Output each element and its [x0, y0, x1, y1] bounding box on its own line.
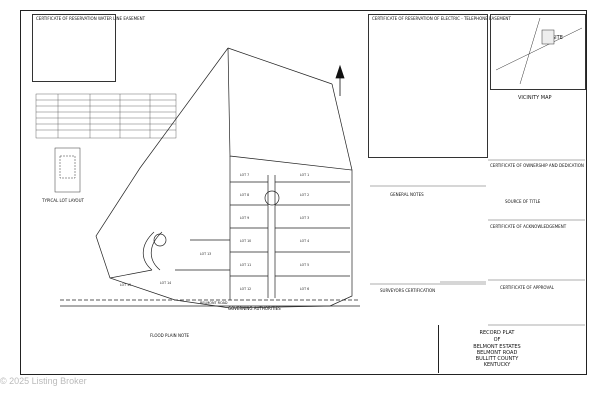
vicinity-map [490, 14, 586, 90]
lot-label: LOT 12 [240, 287, 251, 291]
title-line-5: BULLITT COUNTY [475, 356, 519, 362]
vicinity-roads [495, 17, 583, 85]
surveyors-cert-title: SURVEYORS CERTIFICATION [380, 288, 436, 293]
road-label: BELMONT ROAD [200, 301, 228, 305]
lot-label: LOT 13 [200, 252, 211, 256]
title-line-4: BELMONT ROAD [476, 350, 518, 356]
lot-label: LOT 9 [240, 216, 249, 220]
vicinity-map-title: VICINITY MAP [518, 95, 552, 101]
lot-label: LOT 11 [240, 263, 251, 267]
lot-label: LOT 7 [240, 173, 249, 177]
water-easement-title: CERTIFICATE OF RESERVATION WATER LINE EA… [36, 16, 146, 21]
lot-label: LOT 4 [300, 239, 309, 243]
site-label: SITE [552, 35, 563, 41]
lot-labels: LOT 1 LOT 2 LOT 3 LOT 4 LOT 5 LOT 6 LOT … [120, 173, 309, 291]
lot-label: LOT 2 [300, 193, 309, 197]
governing-authorities-title: GOVERNING AUTHORITIES [228, 306, 281, 311]
cert-rules [370, 159, 585, 326]
water-easement-block [32, 14, 116, 82]
acknowledgement-cert-title: CERTIFICATE OF ACKNOWLEDGEMENT [490, 224, 567, 229]
lot-label: LOT 8 [240, 193, 249, 197]
lot-label: LOT 14 [160, 281, 171, 285]
title-line-6: KENTUCKY [483, 362, 511, 368]
source-of-title: SOURCE OF TITLE [505, 199, 541, 204]
general-notes-title: GENERAL NOTES [390, 192, 424, 197]
title-line-2: OF [493, 337, 501, 343]
electric-easement-block [368, 14, 488, 158]
listing-watermark: © 2025 Listing Broker [0, 376, 87, 386]
lot-label: LOT 6 [300, 287, 309, 291]
lot-label: LOT 10 [240, 239, 251, 243]
parcel-boundary [60, 47, 360, 309]
title-line-1: RECORD PLAT [479, 330, 515, 336]
lot-label: LOT 5 [300, 263, 309, 267]
approval-cert-title: CERTIFICATE OF APPROVAL [500, 285, 554, 290]
electric-easement-title: CERTIFICATE OF RESERVATION OF ELECTRIC -… [372, 16, 511, 21]
lot-label: LOT 1 [300, 173, 309, 177]
lot-label: LOT 3 [300, 216, 309, 220]
title-line-3: BELMONT ESTATES [473, 344, 521, 350]
lot-label: LOT 15 [120, 283, 131, 287]
title-block [438, 325, 586, 373]
flood-plain-note-title: FLOOD PLAIN NOTE [150, 333, 190, 338]
typical-lot-title: TYPICAL LOT LAYOUT [42, 198, 84, 203]
curve-table [35, 93, 177, 139]
typical-lot-drawing [54, 147, 81, 193]
ownership-cert-title: CERTIFICATE OF OWNERSHIP AND DEDICATION [490, 163, 584, 168]
north-arrow [335, 64, 345, 96]
sheet-border [20, 10, 587, 375]
